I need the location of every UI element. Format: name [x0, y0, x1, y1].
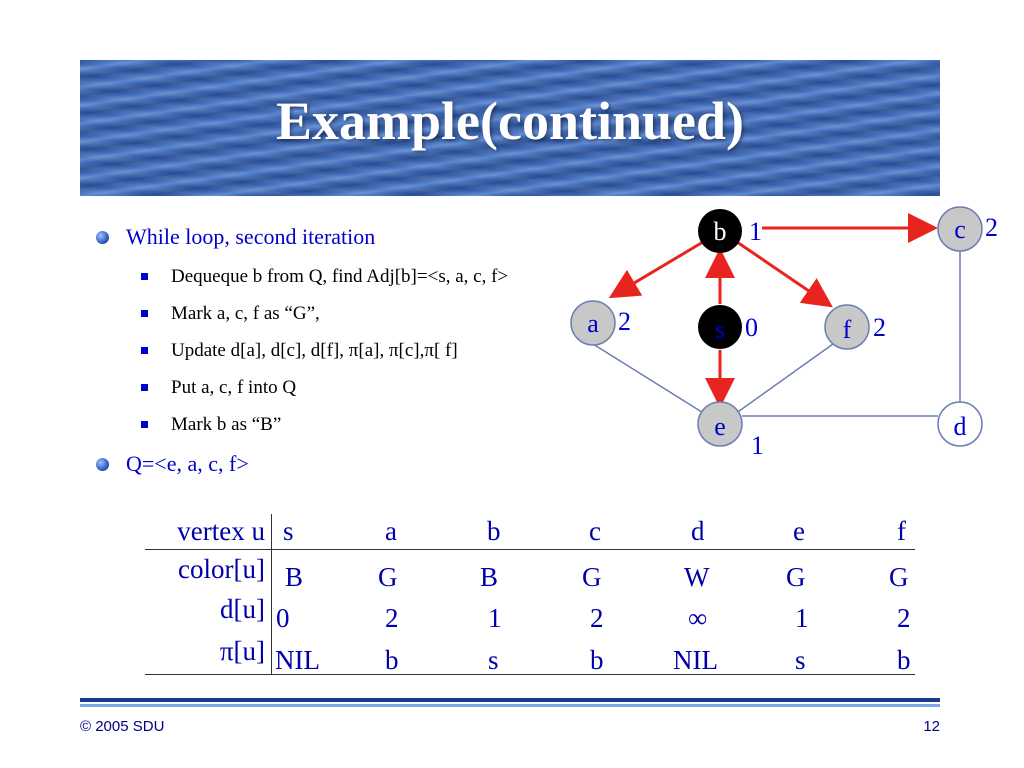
table-header-cell: c — [589, 516, 601, 546]
table-header-cell: f — [897, 516, 906, 546]
table-cell: B — [285, 562, 304, 592]
table-header-cell: e — [793, 516, 805, 546]
slide-title: Example(continued) — [275, 91, 745, 151]
node-b: b 1 — [698, 209, 762, 253]
square-bullet-icon — [141, 384, 148, 391]
table-cell: b — [385, 645, 399, 675]
svg-text:e: e — [714, 412, 726, 441]
table-header-cell: a — [385, 516, 397, 546]
slide-number: 12 — [923, 718, 940, 735]
table-bottom-rule — [145, 674, 915, 675]
sub-bullet-text: Put a, c, f into Q — [171, 377, 297, 398]
table-cell: NIL — [275, 645, 320, 675]
table-header-cell: d — [691, 516, 705, 546]
sub-bullet: Update d[a], d[c], d[f], π[a], π[c],π[ f… — [96, 332, 636, 369]
bullet-level1: Q=<e, a, c, f> — [96, 449, 636, 479]
svg-text:2: 2 — [618, 307, 631, 336]
table-header-cell: s — [283, 516, 294, 546]
title-banner: Example(continued) — [80, 60, 940, 196]
sub-bullet-text: Mark b as “B” — [171, 414, 282, 435]
table-cell: 2 — [385, 603, 399, 633]
table-cell: ∞ — [688, 603, 708, 633]
node-f: f 2 — [824, 304, 886, 350]
edge-f-e — [734, 343, 834, 415]
square-bullet-icon — [141, 310, 148, 317]
table-cell: b — [897, 645, 911, 675]
bfs-graph: b 1 c 2 a 2 s 0 f 2 e 1 d — [570, 206, 998, 460]
node-s: s 0 — [698, 305, 758, 349]
svg-text:1: 1 — [751, 431, 764, 460]
table-row-label: π[u] — [219, 636, 265, 666]
sub-bullet: Mark a, c, f as “G”, — [96, 295, 636, 332]
svg-text:c: c — [954, 215, 966, 244]
table-cell: 2 — [590, 603, 604, 633]
table-row-label: d[u] — [220, 594, 265, 624]
table-cell: G — [889, 562, 909, 592]
table-cell: s — [488, 645, 499, 675]
square-bullet-icon — [141, 421, 148, 428]
bullet-dot-icon — [96, 231, 109, 244]
bfs-state-table: vertex u s a b c d e f color[u] B G B G … — [145, 512, 925, 677]
table-cell: W — [684, 562, 710, 592]
table-cell: NIL — [673, 645, 718, 675]
table-cell: G — [378, 562, 398, 592]
table-cell: 1 — [488, 603, 502, 633]
bullet-text: While loop, second iteration — [126, 224, 376, 249]
node-a: a 2 — [570, 300, 631, 346]
bullet-list: While loop, second iteration Dequeque b … — [96, 222, 636, 485]
table-cell: b — [590, 645, 604, 675]
svg-text:2: 2 — [985, 213, 998, 242]
edge-b-a — [608, 240, 704, 299]
table-cell: s — [795, 645, 806, 675]
node-c: c 2 — [937, 206, 998, 252]
svg-text:s: s — [715, 315, 725, 344]
sub-bullet-text: Mark a, c, f as “G”, — [171, 303, 320, 324]
svg-text:2: 2 — [873, 313, 886, 342]
edge-b-f — [736, 240, 833, 308]
table-cell: G — [582, 562, 602, 592]
svg-text:0: 0 — [745, 313, 758, 342]
table-cell: 2 — [897, 603, 911, 633]
sub-bullet-text: Update d[a], d[c], d[f], π[a], π[c],π[ f… — [171, 340, 458, 361]
table-row-label: color[u] — [178, 554, 265, 584]
table-header-label: vertex u — [177, 516, 265, 546]
table-header-cell: b — [487, 516, 501, 546]
table-header-rule — [145, 549, 915, 550]
table-cell: 0 — [276, 603, 290, 633]
svg-text:1: 1 — [749, 217, 762, 246]
bullet-level1: While loop, second iteration — [96, 222, 636, 252]
sub-bullet: Put a, c, f into Q — [96, 369, 636, 406]
square-bullet-icon — [141, 347, 148, 354]
node-d: d — [937, 401, 983, 447]
bullet-dot-icon — [96, 458, 109, 471]
svg-text:d: d — [954, 412, 967, 441]
footer-rule — [80, 698, 940, 702]
sub-bullet: Mark b as “B” — [96, 406, 636, 443]
sub-bullet-text: Dequeque b from Q, find Adj[b]=<s, a, c,… — [171, 266, 509, 287]
table-cell: 1 — [795, 603, 809, 633]
bullet-text: Q=<e, a, c, f> — [126, 451, 249, 476]
footer-copyright: © 2005 SDU — [80, 718, 165, 735]
table-column-rule — [271, 514, 272, 675]
node-e: e 1 — [697, 401, 764, 460]
svg-text:f: f — [843, 315, 852, 344]
table-cell: B — [480, 562, 499, 592]
edge-a-e — [592, 343, 706, 415]
table-cell: G — [786, 562, 806, 592]
svg-text:b: b — [714, 217, 727, 246]
square-bullet-icon — [141, 273, 148, 280]
svg-text:a: a — [587, 309, 599, 338]
sub-bullet: Dequeque b from Q, find Adj[b]=<s, a, c,… — [96, 258, 636, 295]
footer-rule-light — [80, 704, 940, 707]
